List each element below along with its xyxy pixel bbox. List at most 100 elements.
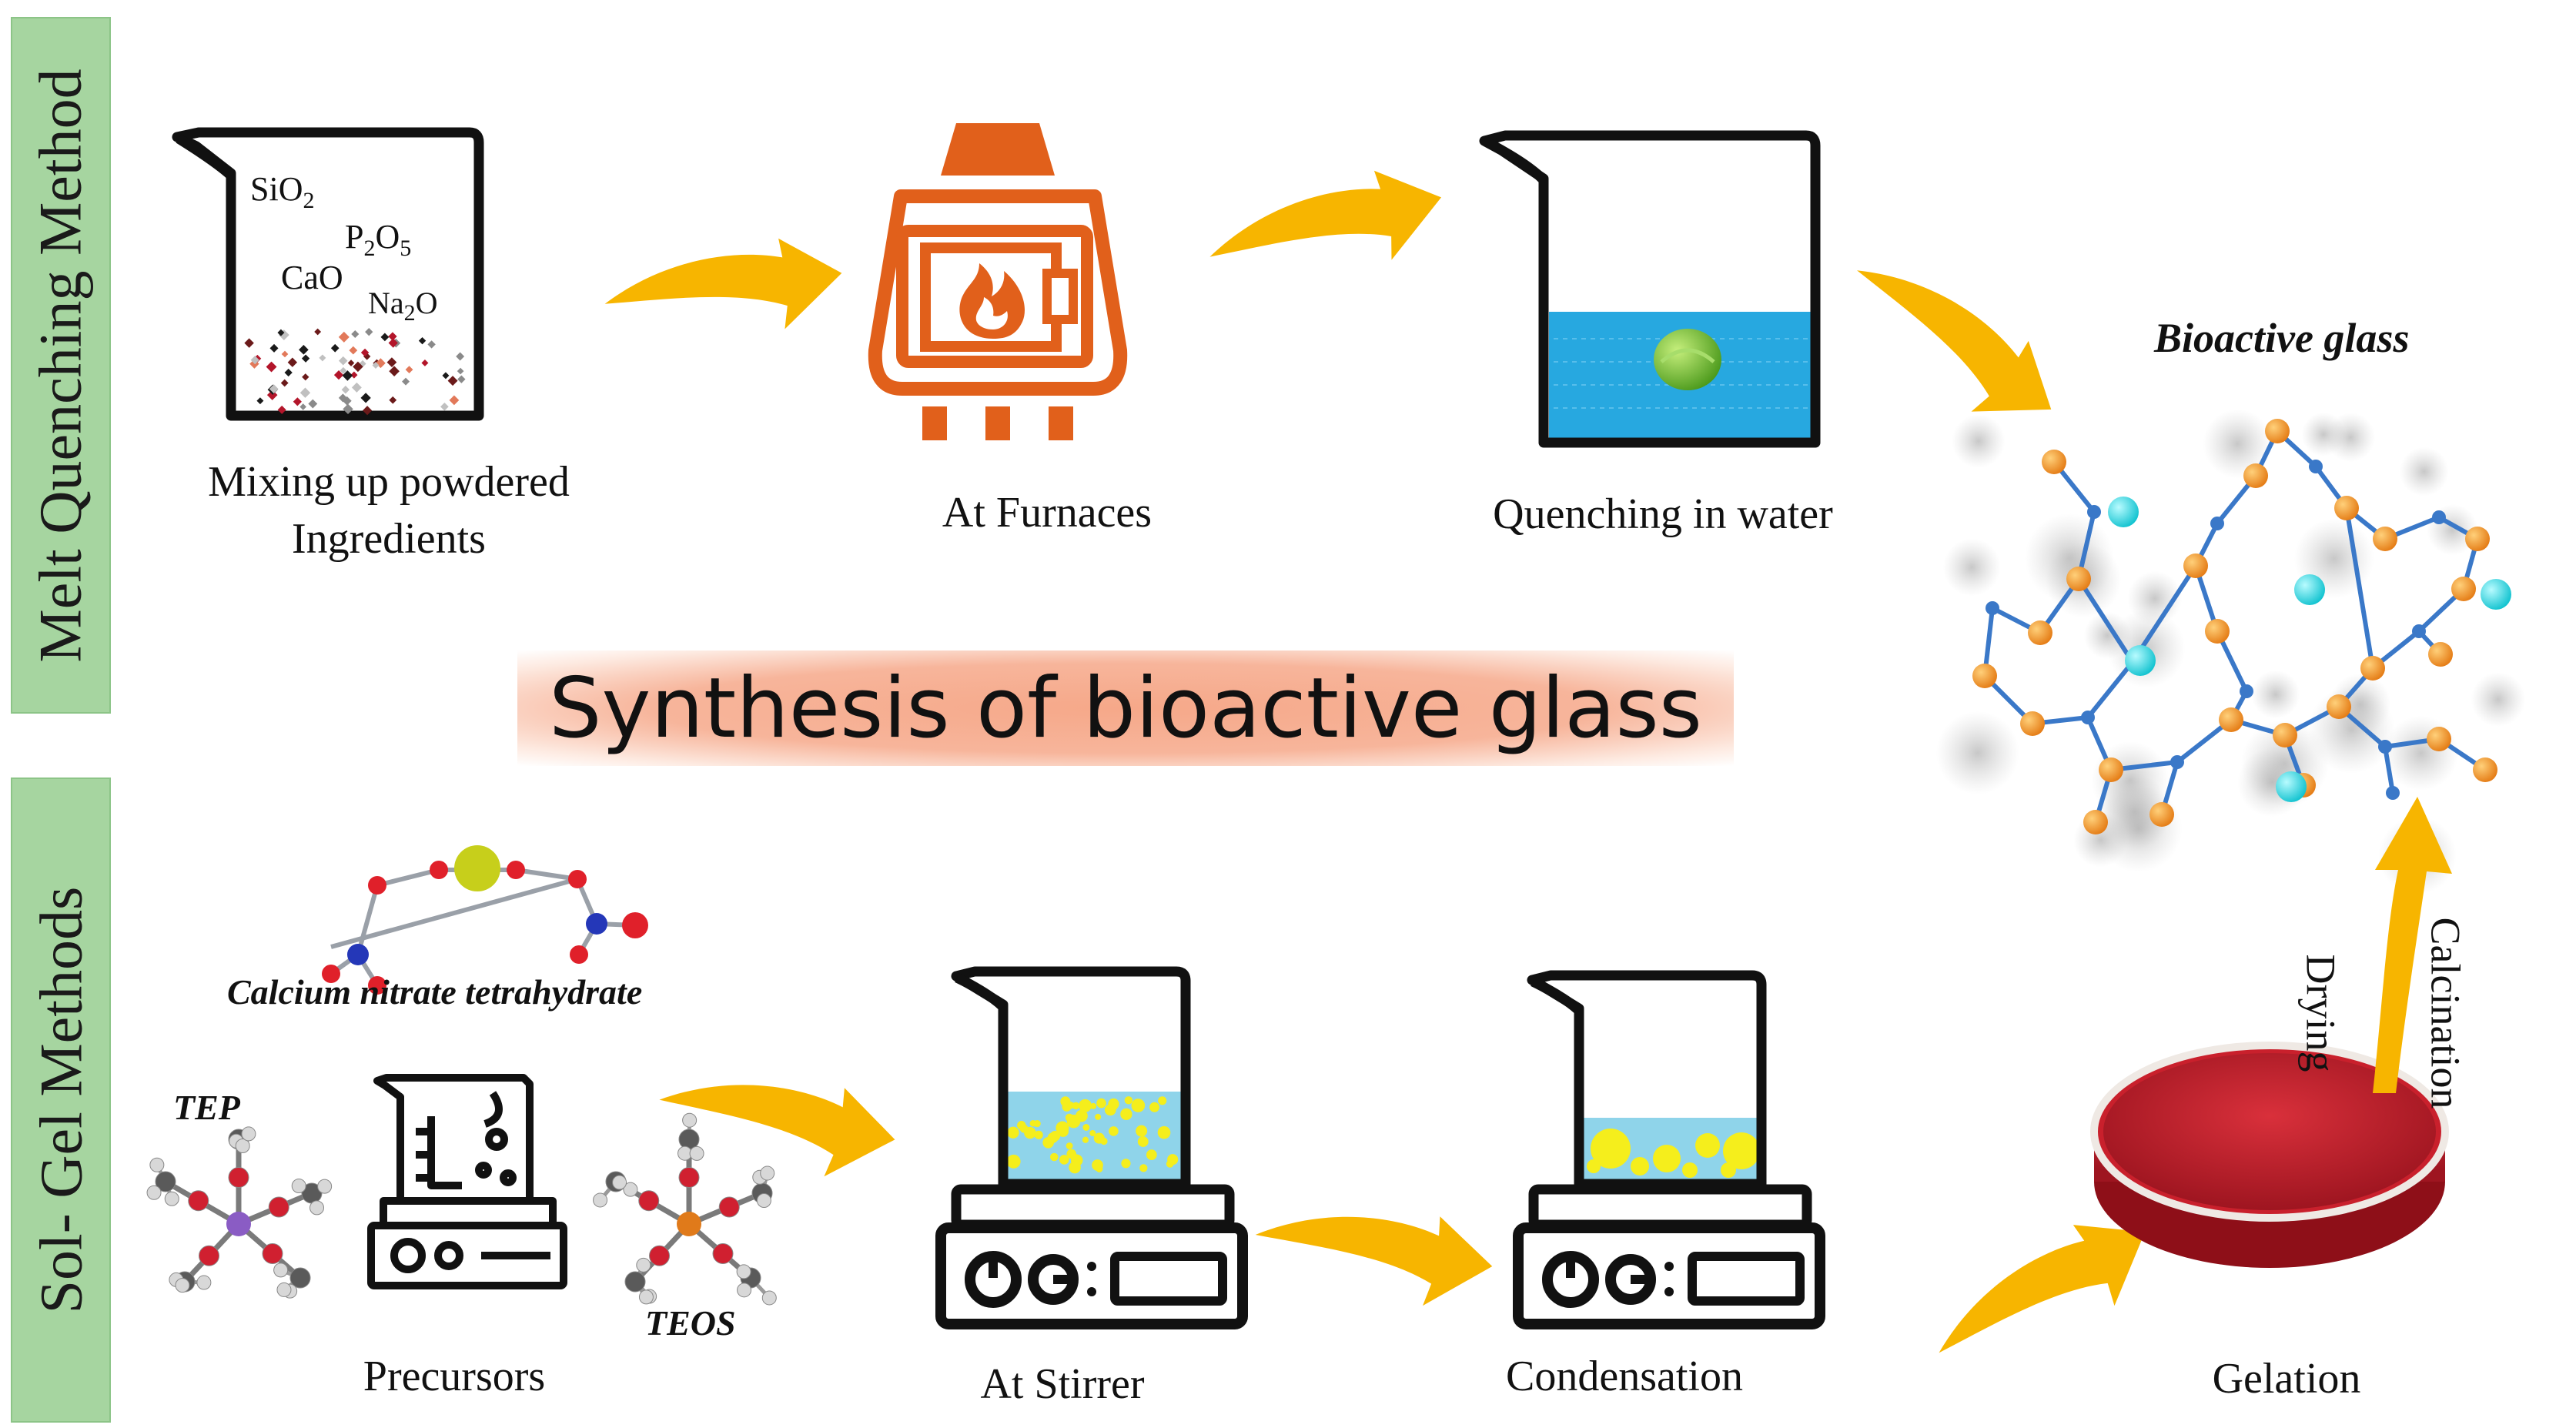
sol-particle bbox=[1019, 1124, 1029, 1133]
network-shadow bbox=[2384, 715, 2459, 791]
silicon-atom bbox=[2087, 505, 2101, 519]
bioactive-glass-label: Bioactive glass bbox=[2154, 315, 2410, 361]
sol-particle bbox=[1006, 1154, 1021, 1169]
condensation-label: Condensation bbox=[1506, 1353, 1743, 1400]
powder-particle bbox=[281, 350, 289, 358]
oxygen-atom bbox=[2473, 757, 2497, 782]
powder-particle bbox=[353, 361, 363, 373]
sol-particle bbox=[1050, 1152, 1059, 1162]
ingredients-beaker-icon bbox=[172, 127, 484, 421]
sol-particle bbox=[1121, 1159, 1131, 1169]
network-shadow bbox=[2203, 409, 2273, 479]
sol-particle bbox=[1631, 1157, 1649, 1176]
sidebar-melt-quenching: Melt Quenching Method bbox=[11, 17, 111, 714]
network-bond bbox=[2344, 507, 2375, 669]
powder-particle bbox=[314, 328, 322, 336]
powder-particle bbox=[350, 371, 358, 379]
molecule-icon bbox=[146, 1126, 333, 1299]
powder-particle bbox=[421, 359, 429, 366]
calcium-ion bbox=[2108, 497, 2139, 527]
tep-label: TEP bbox=[173, 1088, 240, 1127]
powder-particle bbox=[293, 397, 302, 406]
sol-particle bbox=[1158, 1096, 1167, 1105]
stirrer-icon bbox=[935, 966, 1248, 1329]
arrow-icon bbox=[601, 232, 847, 345]
precursors-label: Precursors bbox=[363, 1353, 546, 1400]
silicon-atom bbox=[2240, 684, 2253, 698]
powder-particle bbox=[280, 379, 289, 387]
network-shadow bbox=[1942, 538, 2001, 597]
sol-particle bbox=[1093, 1132, 1105, 1144]
sol-particle bbox=[1096, 1098, 1106, 1109]
oxygen-atom bbox=[2273, 723, 2297, 747]
sol-particle bbox=[1079, 1099, 1092, 1112]
silicon-atom bbox=[2081, 711, 2095, 724]
sol-particle bbox=[1721, 1162, 1736, 1178]
gelation-label: Gelation bbox=[2212, 1355, 2361, 1403]
powder-particle bbox=[389, 396, 397, 404]
network-shadow bbox=[1935, 711, 2019, 795]
ingredient-p2o5: P2O5 bbox=[345, 218, 412, 261]
powder-particle bbox=[301, 354, 310, 363]
sol-particle bbox=[1060, 1096, 1071, 1107]
sol-particle bbox=[1587, 1159, 1601, 1173]
sol-particle bbox=[1042, 1136, 1054, 1149]
calcium-ion bbox=[2294, 574, 2325, 605]
powder-particle bbox=[351, 329, 360, 339]
silicon-atom bbox=[2309, 460, 2323, 473]
silicon-atom bbox=[2170, 755, 2184, 769]
molecule-icon bbox=[593, 1112, 777, 1306]
sol-particle bbox=[1695, 1133, 1720, 1158]
sol-particle bbox=[1095, 1113, 1102, 1120]
petri-dish-icon bbox=[2090, 1042, 2449, 1268]
sol-particle bbox=[1076, 1109, 1088, 1122]
calcium-nitrate-label: Calcium nitrate tetrahydrate bbox=[227, 972, 643, 1012]
powder-particle bbox=[343, 403, 353, 415]
sol-particle bbox=[1157, 1125, 1171, 1139]
sol-particle bbox=[1059, 1155, 1069, 1165]
silicon-atom bbox=[2386, 786, 2400, 800]
powder-particle bbox=[372, 362, 380, 369]
arrow-icon bbox=[1199, 158, 1452, 297]
ingredient-sio2: SiO2 bbox=[250, 170, 315, 213]
furnace-icon bbox=[868, 123, 1128, 440]
sol-particle bbox=[1131, 1099, 1146, 1112]
oxygen-atom bbox=[2149, 802, 2174, 827]
oxygen-atom bbox=[2028, 620, 2052, 645]
diagram-title-box: Synthesis of bioactive glass bbox=[517, 650, 1734, 766]
powder-particle bbox=[308, 399, 318, 409]
powder-particle bbox=[269, 343, 279, 353]
sol-particle bbox=[1109, 1126, 1119, 1136]
sol-particle bbox=[1092, 1159, 1103, 1171]
network-shadow bbox=[2326, 413, 2376, 463]
powder-particle bbox=[277, 405, 286, 414]
stirrer-label: At Stirrer bbox=[980, 1360, 1145, 1408]
sol-particle bbox=[1136, 1125, 1148, 1137]
powder-particle bbox=[349, 346, 358, 355]
calcination-label: Calcination bbox=[2422, 917, 2469, 1109]
sol-particle bbox=[1682, 1162, 1698, 1178]
powder-particle bbox=[338, 356, 348, 366]
calcium-ion bbox=[2125, 645, 2156, 676]
sol-particle bbox=[1072, 1154, 1080, 1162]
powder-particle bbox=[319, 354, 326, 362]
sol-particle bbox=[1124, 1096, 1133, 1105]
arrow-icon bbox=[2373, 797, 2452, 1093]
powder-particle bbox=[277, 329, 285, 336]
oxygen-atom bbox=[2042, 450, 2066, 474]
network-shadow bbox=[2399, 446, 2449, 497]
powder-particle bbox=[380, 333, 390, 342]
sol-particle bbox=[1591, 1129, 1631, 1169]
sol-particle bbox=[1007, 1126, 1019, 1139]
oxygen-atom bbox=[1972, 664, 1997, 688]
sol-particle bbox=[1723, 1132, 1760, 1169]
oxygen-atom bbox=[2066, 567, 2091, 591]
oxygen-atom bbox=[2219, 707, 2243, 732]
diagram-title: Synthesis of bioactive glass bbox=[549, 660, 1702, 757]
powder-particle bbox=[449, 395, 460, 406]
calcium-ion bbox=[2276, 771, 2307, 802]
drying-label: Drying bbox=[2297, 954, 2344, 1072]
powder-particle bbox=[347, 360, 355, 366]
oxygen-atom bbox=[2083, 810, 2108, 834]
